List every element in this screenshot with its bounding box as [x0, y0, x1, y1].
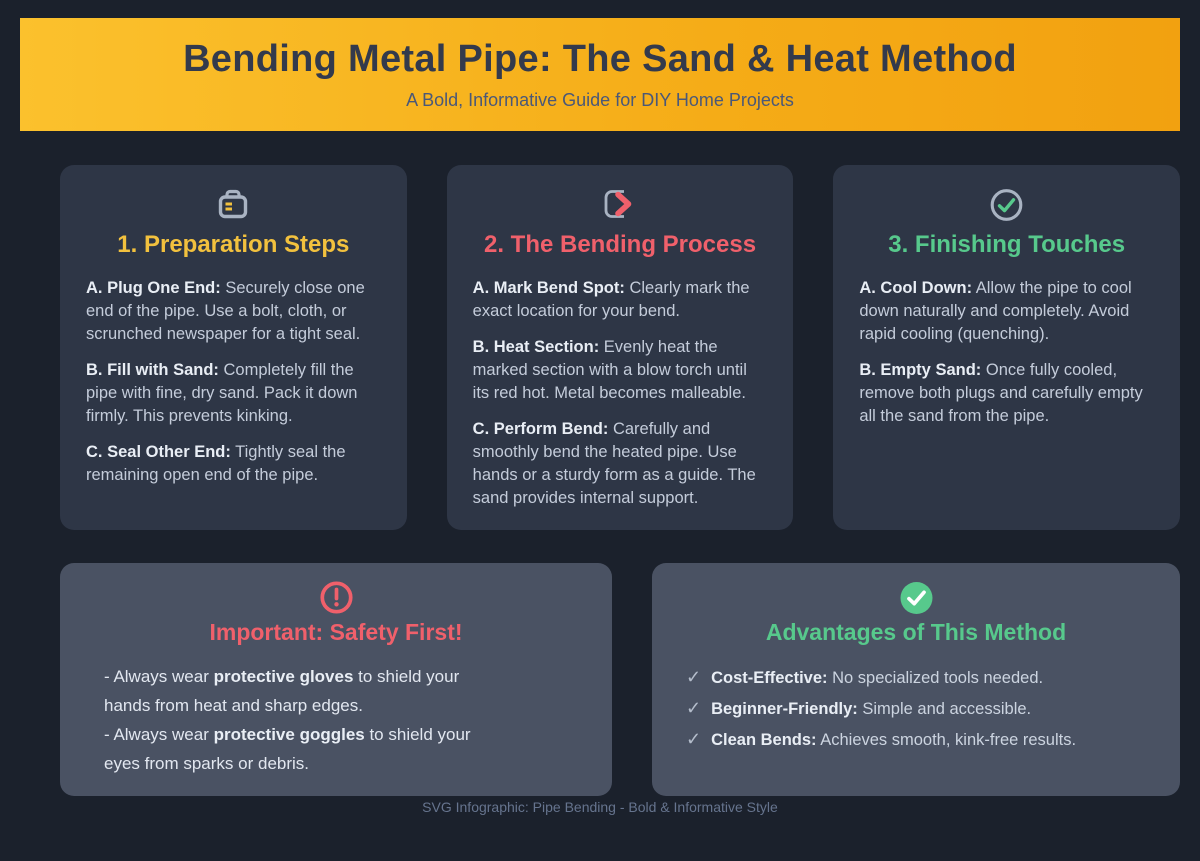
advantage-item: ✓Beginner-Friendly: Simple and accessibl… — [686, 698, 1032, 718]
step-title: 2. The Bending Process — [483, 231, 757, 258]
step-item: A. Plug One End: Securely close one end … — [86, 279, 365, 343]
step-item: C. Perform Bend: Carefully and smoothly … — [472, 420, 756, 507]
step-item: A. Mark Bend Spot: Clearly mark the exac… — [472, 279, 750, 320]
safety-title: Important: Safety First! — [209, 619, 463, 645]
card-preparation-steps: 1. Preparation Steps A. Plug One End: Se… — [60, 165, 407, 530]
safety-line: - Always wear protective goggles to shie… — [104, 725, 471, 773]
step-item: B. Heat Section: Evenly heat the marked … — [472, 338, 747, 402]
advantages-title: Advantages of This Method — [765, 619, 1067, 645]
circle-check-icon — [859, 185, 1154, 225]
safety-line: - Always wear protective gloves to shiel… — [104, 667, 460, 715]
card-finishing-touches: 3. Finishing Touches A. Cool Down: Allow… — [833, 165, 1181, 530]
page-title: Bending Metal Pipe: The Sand & Heat Meth… — [183, 38, 1017, 80]
step-title: 1. Preparation Steps — [117, 231, 350, 258]
check-icon: ✓ — [686, 698, 702, 718]
step-item: A. Cool Down: Allow the pipe to cool dow… — [859, 279, 1132, 343]
arrow-box-icon — [473, 185, 768, 225]
safety-body: - Always wear protective gloves to shiel… — [104, 662, 490, 778]
footer-caption: SVG Infographic: Pipe Bending - Bold & I… — [422, 799, 778, 815]
step-item: B. Fill with Sand: Completely fill the p… — [86, 361, 358, 425]
steps-row: 1. Preparation Steps A. Plug One End: Se… — [60, 165, 1181, 530]
toolbox-icon — [86, 185, 381, 225]
panel-advantages: Advantages of This Method ✓Cost-Effectiv… — [652, 563, 1180, 796]
alert-icon — [90, 579, 582, 617]
step-title: 3. Finishing Touches — [888, 231, 1126, 258]
step-body: A. Mark Bend Spot: Clearly mark the exac… — [473, 277, 768, 510]
page-subtitle: A Bold, Informative Guide for DIY Home P… — [406, 90, 794, 110]
advantage-item: ✓Cost-Effective: No specialized tools ne… — [686, 667, 1044, 687]
check-icon: ✓ — [686, 667, 702, 687]
step-item: B. Empty Sand: Once fully cooled, remove… — [859, 361, 1143, 425]
step-item: C. Seal Other End: Tightly seal the rema… — [86, 443, 346, 484]
step-body: A. Cool Down: Allow the pipe to cool dow… — [859, 277, 1154, 428]
header-banner: Bending Metal Pipe: The Sand & Heat Meth… — [20, 18, 1180, 131]
check-icon: ✓ — [686, 729, 702, 749]
panel-safety: Important: Safety First! - Always wear p… — [60, 563, 612, 796]
card-bending-process: 2. The Bending Process A. Mark Bend Spot… — [446, 165, 794, 530]
check-badge-icon — [682, 579, 1150, 617]
step-body: A. Plug One End: Securely close one end … — [86, 277, 381, 487]
advantage-item: ✓Clean Bends: Achieves smooth, kink-free… — [686, 729, 1077, 749]
advantages-list: ✓Cost-Effective: No specialized tools ne… — [686, 662, 1150, 755]
bottom-row: Important: Safety First! - Always wear p… — [60, 563, 1180, 796]
